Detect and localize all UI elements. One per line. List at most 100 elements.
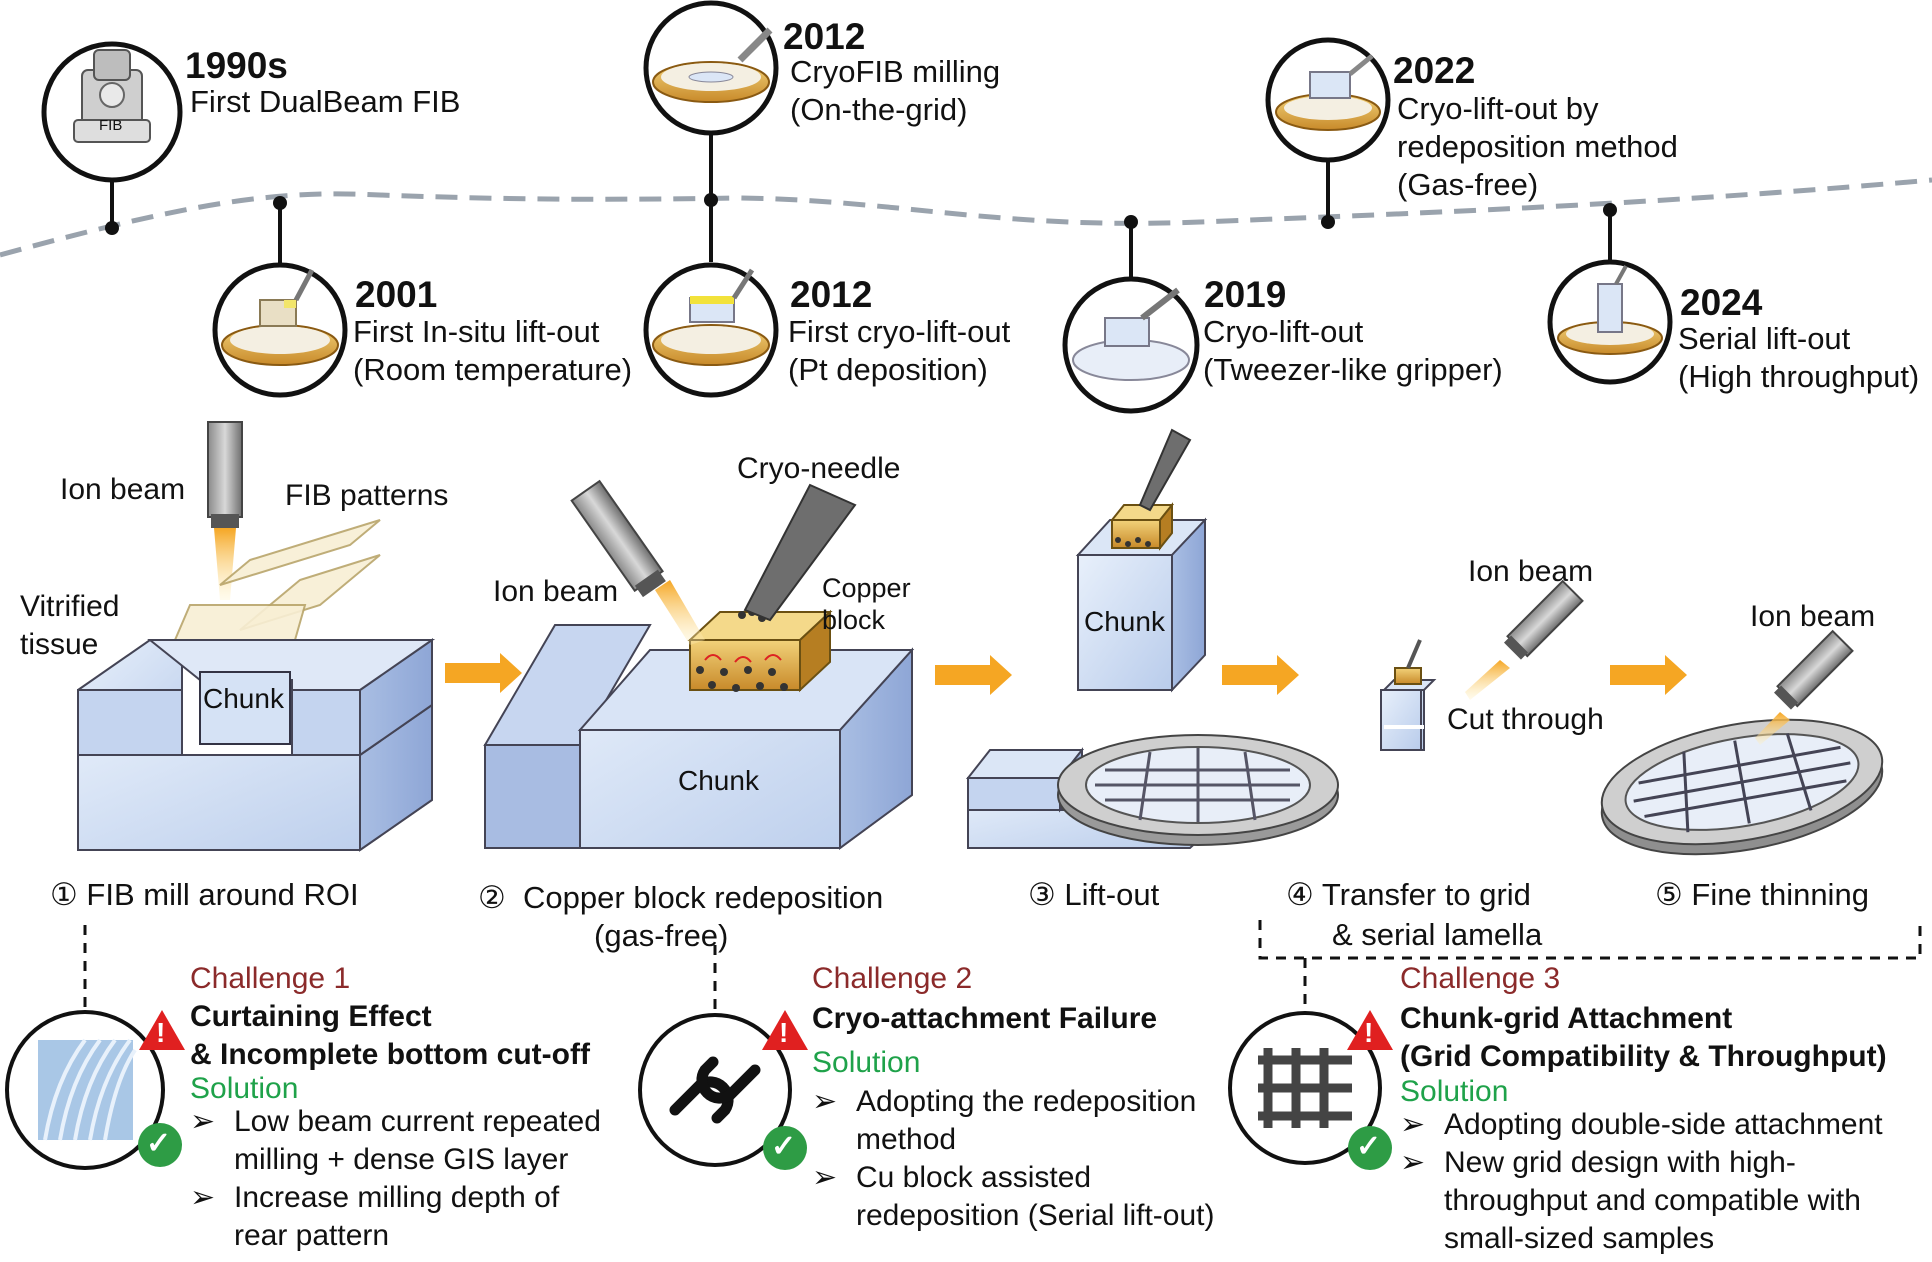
challenge-connectors <box>83 920 1922 1015</box>
bullet-text: Increase milling depth of <box>234 1181 560 1214</box>
step-4-sub: & serial lamella <box>1332 917 1543 952</box>
challenge-2-bullet-1-cont: method <box>856 1123 957 1156</box>
bullet-arrow-icon: ➢ <box>190 1181 216 1214</box>
ion-beam-label-1: Ion beam <box>60 473 186 506</box>
warning-mark-3: ! <box>1364 1017 1374 1048</box>
event-2012a-line2: (On-the-grid) <box>790 92 968 127</box>
challenge-1-solution: Solution <box>190 1072 299 1105</box>
timeline-connectors <box>110 128 1612 280</box>
challenge-3-bullet-2: ➢ New grid design with high- <box>1400 1146 1796 1180</box>
copper-label-2: block <box>822 605 886 635</box>
bullet-arrow-icon: ➢ <box>812 1085 838 1118</box>
challenge-2-title-1: Cryo-attachment Failure <box>812 1002 1158 1035</box>
step-5-text: Fine thinning <box>1691 877 1869 912</box>
step-2-label: ② Copper block redeposition <box>478 880 884 916</box>
vitrified-label-1: Vitrified <box>20 590 120 623</box>
event-circle-1990s <box>41 41 183 183</box>
event-1990s-desc: First DualBeam FIB <box>190 84 461 119</box>
step4-illustration <box>1057 579 1584 846</box>
bullet-text: Adopting the redeposition <box>856 1085 1197 1118</box>
cut-through-label: Cut through <box>1447 703 1604 736</box>
event-circle-2019 <box>1062 276 1200 414</box>
ion-beam-label-3: Ion beam <box>1468 555 1594 588</box>
event-2022-line2: redeposition method <box>1397 129 1678 164</box>
fib-machine-label: FIB <box>99 117 123 134</box>
event-circle-2012a <box>643 0 779 136</box>
check-mark-2: ✓ <box>771 1130 797 1163</box>
ion-beam-label-4: Ion beam <box>1750 600 1876 633</box>
event-2022-year: 2022 <box>1393 50 1476 91</box>
event-2019-line1: Cryo-lift-out <box>1203 314 1364 349</box>
ion-beam-label-2: Ion beam <box>493 575 619 608</box>
bullet-arrow-icon: ➢ <box>812 1161 838 1194</box>
challenge-3-bullet-2-cont2: small-sized samples <box>1444 1222 1715 1255</box>
event-2022-line1: Cryo-lift-out by <box>1397 91 1599 126</box>
check-icons <box>138 1123 1392 1170</box>
challenge3-icon <box>1228 1011 1382 1165</box>
copper-label-1: Copper <box>822 573 911 603</box>
fib-patterns-label: FIB patterns <box>285 479 449 512</box>
bullet-arrow-icon: ➢ <box>190 1105 216 1138</box>
warning-icons <box>139 1010 1393 1050</box>
event-circle-2024 <box>1547 259 1673 385</box>
step-1-text: FIB mill around ROI <box>86 877 359 912</box>
challenge-3-bullet-2-cont: throughput and compatible with <box>1444 1184 1861 1217</box>
challenge1-icon <box>5 1010 165 1170</box>
event-2024-year: 2024 <box>1680 282 1763 323</box>
challenge-1-bullet-2: ➢ Increase milling depth of <box>190 1181 559 1215</box>
bullet-text: Low beam current repeated <box>234 1105 601 1138</box>
event-2001-line2: (Room temperature) <box>353 352 633 387</box>
event-2012b-line1: First cryo-lift-out <box>788 314 1011 349</box>
challenge-3-title-1: Chunk-grid Attachment <box>1400 1002 1733 1035</box>
step2-illustration <box>483 479 915 850</box>
challenge-1-bullet-2-cont: rear pattern <box>234 1219 390 1252</box>
event-2012a-line1: CryoFIB milling <box>790 54 1001 89</box>
step-2-number: ② <box>478 880 506 915</box>
event-2019-year: 2019 <box>1204 274 1287 315</box>
bullet-text: Cu block assisted <box>856 1161 1092 1194</box>
warning-mark-1: ! <box>156 1017 166 1048</box>
step-2-sub: (gas-free) <box>594 918 729 953</box>
step-5-label: ⑤ Fine thinning <box>1655 877 1869 913</box>
step-4-number: ④ <box>1286 877 1314 912</box>
step-4-text: Transfer to grid <box>1321 877 1531 912</box>
bullet-text: Adopting double-side attachment <box>1444 1108 1883 1141</box>
event-2001-year: 2001 <box>355 274 438 315</box>
event-2001-line1: First In-situ lift-out <box>353 314 600 349</box>
event-2012a-year: 2012 <box>783 16 866 57</box>
step-3-label: ③ Lift-out <box>1028 877 1159 913</box>
challenge-1-label: Challenge 1 <box>190 962 351 995</box>
challenge2-icon <box>638 1013 792 1167</box>
challenge-3-bullet-1: ➢ Adopting double-side attachment <box>1400 1108 1883 1142</box>
step1-illustration <box>77 421 436 852</box>
bullet-text: New grid design with high- <box>1444 1146 1796 1179</box>
event-2024-line1: Serial lift-out <box>1678 321 1851 356</box>
challenge-2-bullet-1: ➢ Adopting the redeposition <box>812 1085 1196 1119</box>
timeline-dots <box>105 193 1617 235</box>
event-2019-line2: (Tweezer-like gripper) <box>1203 352 1503 387</box>
step5-illustration <box>1600 629 1884 856</box>
check-mark-3: ✓ <box>1356 1130 1382 1163</box>
timeline-curve <box>0 177 1932 258</box>
chunk-label-3: Chunk <box>1084 606 1165 637</box>
challenge-3-solution: Solution <box>1400 1075 1509 1108</box>
step-1-label: ① FIB mill around ROI <box>50 877 359 913</box>
event-circle-2012b <box>643 262 779 398</box>
cryo-needle-label: Cryo-needle <box>737 452 901 485</box>
event-2012b-year: 2012 <box>790 274 873 315</box>
step-2-text: Copper block redeposition <box>523 880 884 915</box>
bullet-arrow-icon: ➢ <box>1400 1108 1426 1141</box>
event-1990s-year: 1990s <box>185 45 288 86</box>
bullet-arrow-icon: ➢ <box>1400 1146 1426 1179</box>
challenge-1-bullet-1: ➢ Low beam current repeated <box>190 1105 601 1139</box>
vitrified-label-2: tissue <box>20 628 99 661</box>
event-circle-2001 <box>212 262 348 398</box>
challenge-1-bullet-1-cont: milling + dense GIS layer <box>234 1143 569 1176</box>
challenge-1-title-1: Curtaining Effect <box>190 1000 432 1033</box>
check-mark-1: ✓ <box>146 1127 172 1160</box>
event-2012b-line2: (Pt deposition) <box>788 352 988 387</box>
challenge-2-label: Challenge 2 <box>812 962 973 995</box>
event-2022-line3: (Gas-free) <box>1397 167 1539 202</box>
